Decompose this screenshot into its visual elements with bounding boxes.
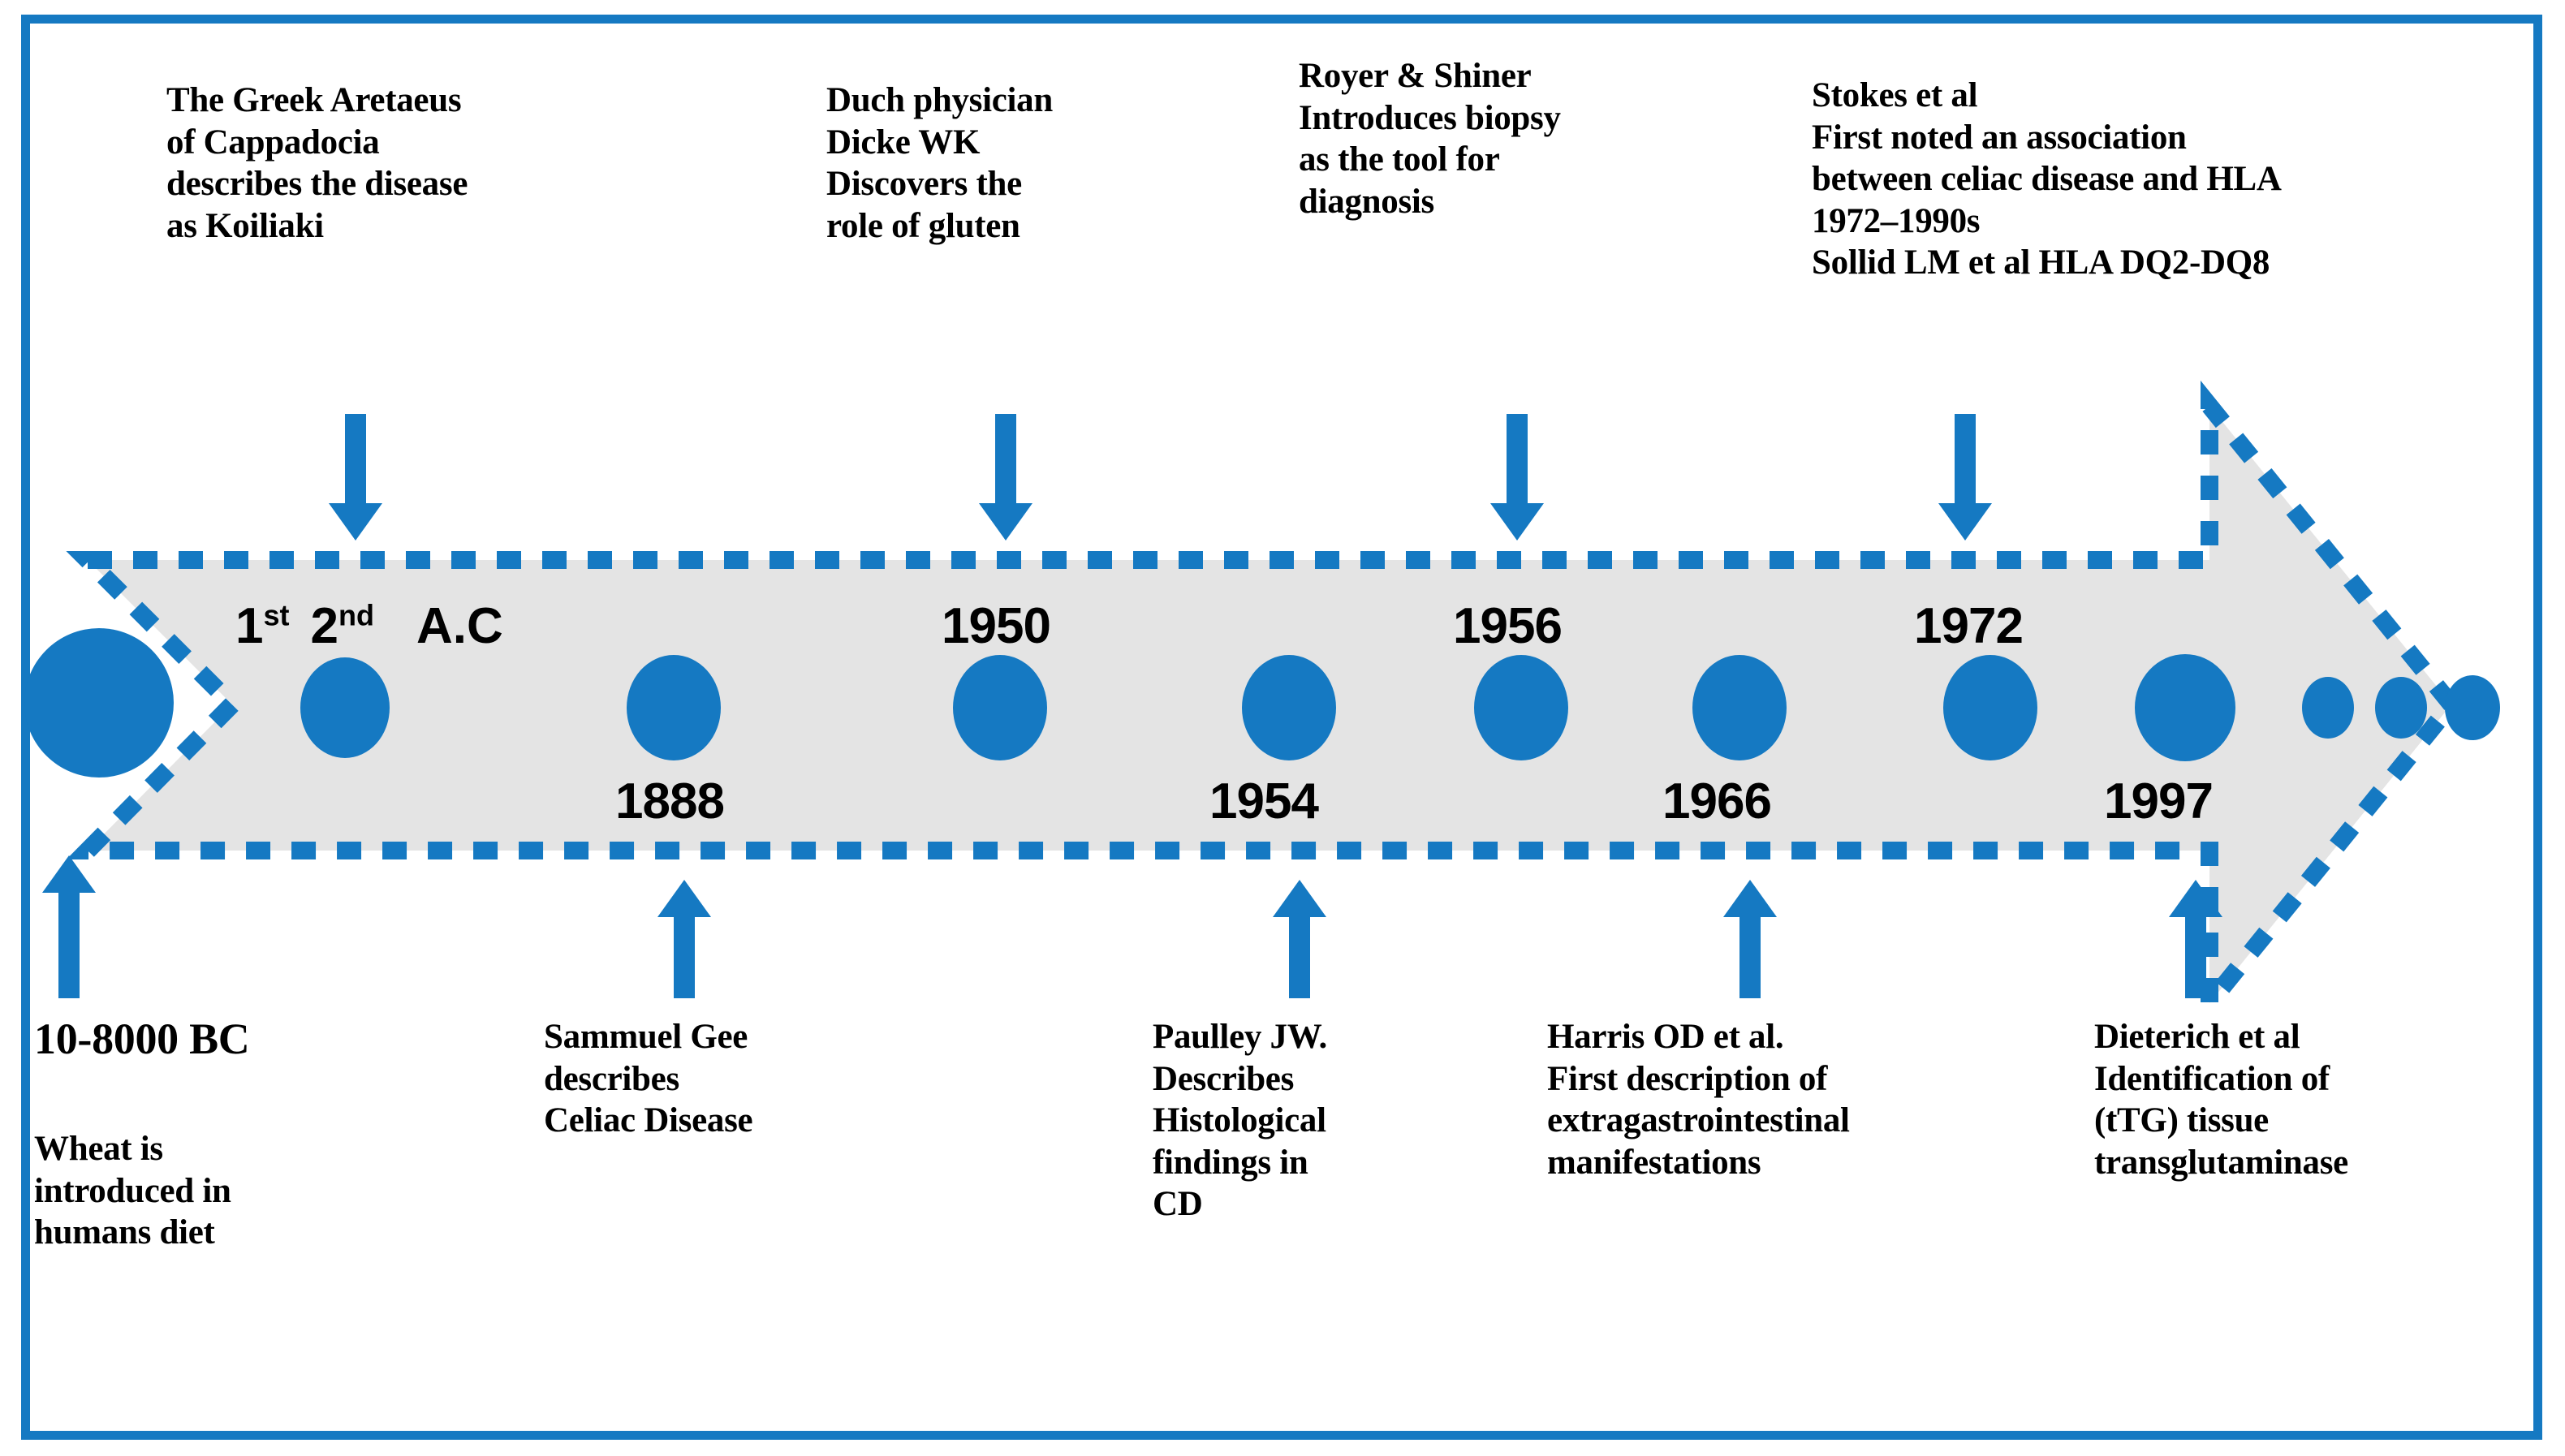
note-sammuel-gee: Sammuel Gee describes Celiac Disease <box>544 1018 753 1140</box>
arrowhead-up-icon <box>2169 880 2222 917</box>
note-dieterich: Dieterich et al Identification of (tTG) … <box>2094 1018 2348 1182</box>
era-first: 1 <box>235 598 264 654</box>
arrowhead-down-icon <box>979 503 1032 541</box>
connector-arrow-up-wheat <box>42 855 96 998</box>
note-royer-shiner: Royer & Shiner Introduces biopsy as the … <box>1299 57 1561 221</box>
note-aretaeus: The Greek Aretaeus of Cappadocia describ… <box>166 81 468 245</box>
connector-arrow-down-stokes <box>1938 414 1992 541</box>
note-harris: Harris OD et al. First description of ex… <box>1547 1018 1850 1182</box>
arrowhead-down-icon <box>329 503 382 541</box>
connector-arrow-down-aretaeus <box>329 414 382 541</box>
arrowhead-up-icon <box>1273 880 1326 917</box>
date-1997: 1997 <box>2104 773 2214 829</box>
note-dicke: Duch physician Dicke WK Discovers the ro… <box>826 81 1053 245</box>
arrowhead-down-icon <box>1490 503 1544 541</box>
era-first-sup: st <box>263 598 290 632</box>
date-1972: 1972 <box>1914 598 2024 654</box>
date-1966: 1966 <box>1662 773 1772 829</box>
note-paulley: Paulley JW. Describes Histological findi… <box>1153 1018 1327 1224</box>
note-wheat-body: Wheat is introduced in humans diet <box>34 1130 231 1252</box>
arrowhead-down-icon <box>1938 503 1992 541</box>
date-1954: 1954 <box>1209 773 1319 829</box>
connector-arrow-up-harris <box>1723 880 1777 998</box>
connector-arrow-up-paulley <box>1273 880 1326 998</box>
connector-arrow-down-royer <box>1490 414 1544 541</box>
connector-arrow-down-dicke <box>979 414 1032 541</box>
arrowhead-up-icon <box>42 855 96 893</box>
era-label: 1st 2nd A.C <box>235 597 503 655</box>
note-stokes-sollid: Stokes et al First noted an association … <box>1812 76 2282 282</box>
date-1888: 1888 <box>615 773 725 829</box>
connector-arrow-up-gee <box>657 880 711 998</box>
note-wheat-heading: 10-8000 BC <box>34 1014 250 1063</box>
era-second: 2 <box>310 598 338 654</box>
arrowhead-up-icon <box>657 880 711 917</box>
era-second-sup: nd <box>338 598 374 632</box>
era-suffix: A.C <box>416 598 503 654</box>
date-1950: 1950 <box>942 598 1051 654</box>
date-1956: 1956 <box>1453 598 1563 654</box>
arrowhead-up-icon <box>1723 880 1777 917</box>
connector-arrow-up-dieterich <box>2169 880 2222 998</box>
